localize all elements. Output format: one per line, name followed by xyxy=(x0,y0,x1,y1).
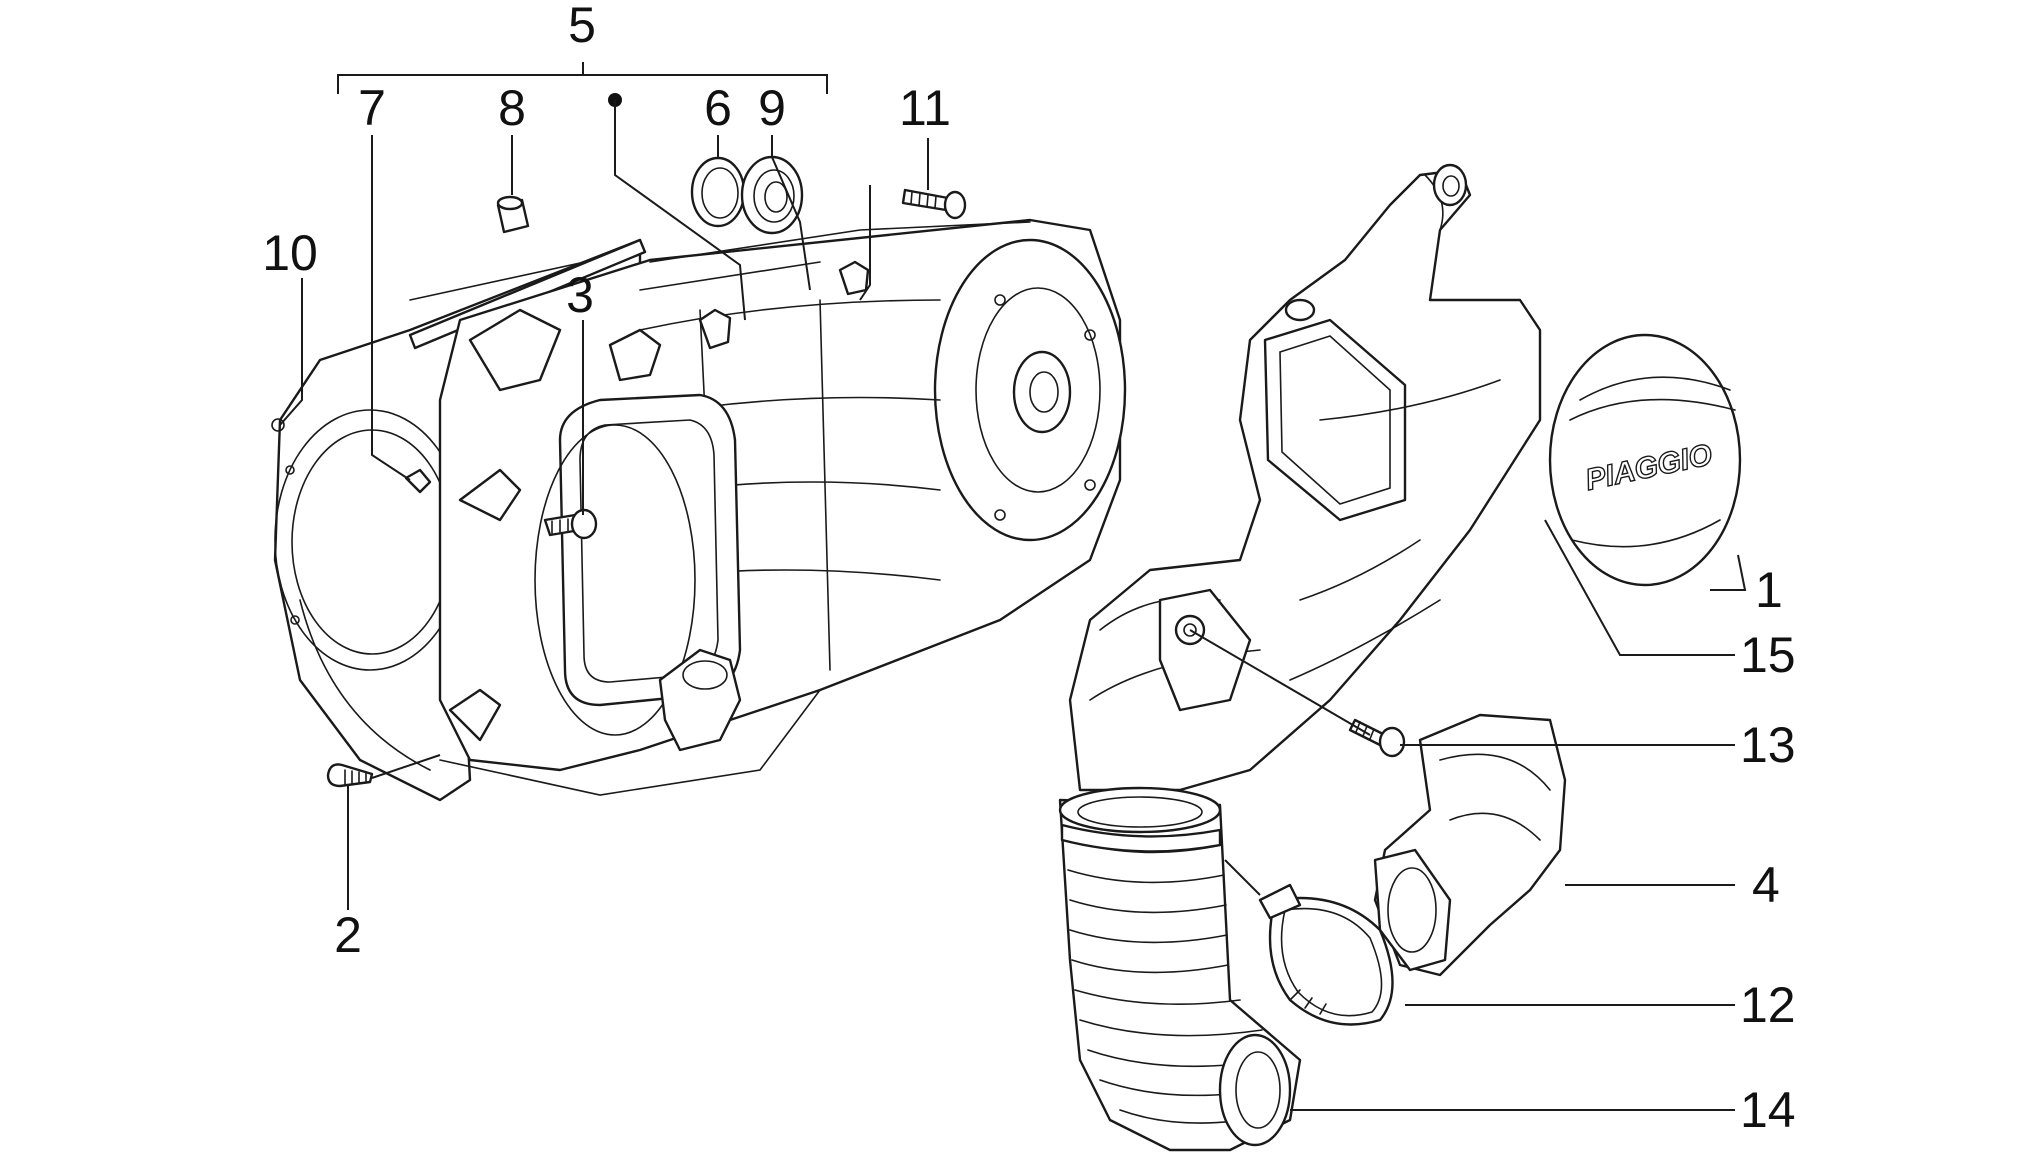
part-12-hose-clamp xyxy=(1258,883,1394,1026)
part-15-air-duct xyxy=(1068,163,1542,792)
leader-12-clamp xyxy=(1224,859,1261,896)
callout-4: 4 xyxy=(1752,857,1780,913)
part-14-corrugated-hose xyxy=(1058,786,1302,1152)
callout-2: 2 xyxy=(334,907,362,963)
leader-13 xyxy=(1189,629,1735,746)
leader-7 xyxy=(371,135,411,481)
callout-13: 13 xyxy=(1740,717,1796,773)
callout-12: 12 xyxy=(1740,977,1796,1033)
intake-assembly: PIAGGIO xyxy=(1058,163,1742,1152)
callout-8: 8 xyxy=(498,80,526,136)
callout-5: 5 xyxy=(568,0,596,53)
callout-10: 10 xyxy=(262,225,318,281)
callout-1: 1 xyxy=(1755,562,1783,618)
callout-labels: 5 7 8 6 9 11 10 3 2 1 15 13 4 12 14 xyxy=(262,0,1795,1138)
callout-14: 14 xyxy=(1740,1082,1796,1138)
part-8-pin xyxy=(496,195,530,234)
leader-lines xyxy=(279,62,1747,1111)
transmission-cover-assembly xyxy=(271,93,1127,802)
part-2-screw xyxy=(326,763,374,788)
leader-11 xyxy=(859,138,929,301)
part-3-bolt xyxy=(543,508,598,540)
leader-1 xyxy=(1735,554,1747,591)
part-7-plug xyxy=(404,468,432,494)
leader-9 xyxy=(771,135,811,291)
callout-6: 6 xyxy=(704,80,732,136)
part-6-ring xyxy=(690,156,746,228)
part-9-bearing xyxy=(740,155,804,235)
callout-9: 9 xyxy=(758,80,786,136)
leader-15 xyxy=(1544,519,1735,656)
part-13-screw xyxy=(1348,718,1406,758)
callout-7: 7 xyxy=(358,80,386,136)
callout-11: 11 xyxy=(899,80,951,136)
main-cover-body xyxy=(438,218,1127,796)
leader-dot xyxy=(614,100,746,321)
part-1-emblem-cover: PIAGGIO xyxy=(1548,333,1742,587)
callout-15: 15 xyxy=(1740,627,1796,683)
bracket-5 xyxy=(337,74,828,94)
part-4-intake-scoop xyxy=(1373,713,1567,977)
leader-10 xyxy=(279,278,303,426)
part-11-bolt xyxy=(901,188,967,220)
callout-3: 3 xyxy=(566,267,594,323)
